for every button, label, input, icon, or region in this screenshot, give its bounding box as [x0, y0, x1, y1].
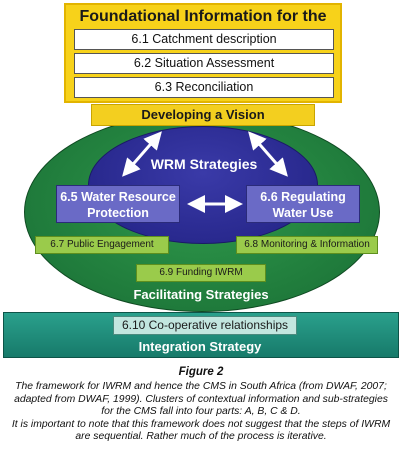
funding-iwrm-box: 6.9 Funding IWRM [136, 264, 266, 282]
integration-strategy-label: Integration Strategy [138, 339, 262, 354]
foundational-information-box: Foundational Information for the CMS 6.1… [64, 3, 342, 103]
facilitating-strategies-label: Facilitating Strategies [133, 287, 269, 302]
water-resource-protection-box: 6.5 Water Resource Protection [56, 185, 180, 223]
figure-label: Figure 2 [178, 366, 224, 378]
developing-vision-bar: Developing a Vision [91, 104, 315, 126]
regulating-water-use-box: 6.6 Regulating Water Use [246, 185, 360, 223]
item-reconciliation: 6.3 Reconciliation [74, 77, 334, 98]
cooperative-relationships-box: 6.10 Co-operative relationships [113, 316, 297, 335]
caption-paragraph-2: It is important to note that this framew… [11, 418, 391, 443]
figure-caption: The framework for IWRM and hence the CMS… [8, 381, 394, 444]
caption-paragraph-1: The framework for IWRM and hence the CMS… [14, 381, 388, 418]
wrm-strategies-label: WRM Strategies [150, 156, 258, 172]
item-situation-assessment: 6.2 Situation Assessment [74, 53, 334, 74]
public-engagement-box: 6.7 Public Engagement [35, 236, 169, 254]
item-catchment-description: 6.1 Catchment description [74, 29, 334, 50]
monitoring-information-box: 6.8 Monitoring & Information [236, 236, 378, 254]
